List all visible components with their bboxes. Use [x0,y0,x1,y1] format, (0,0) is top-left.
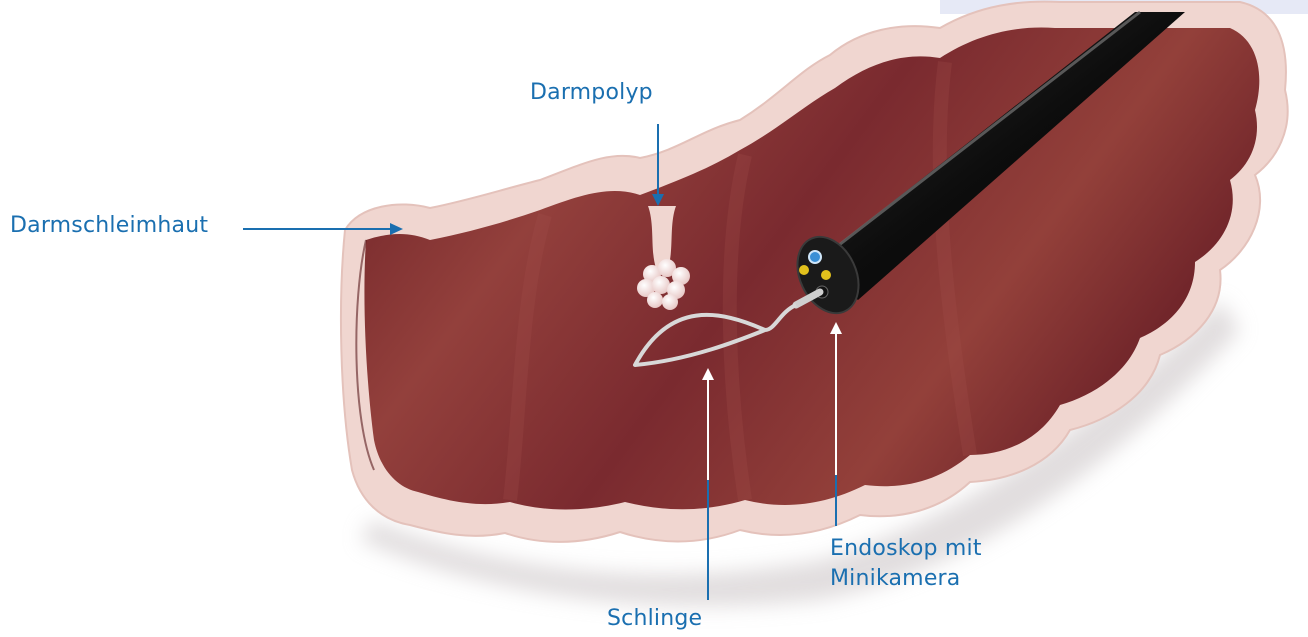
camera-lens-blue [809,251,821,263]
label-endoskop-line2: Minikamera [830,564,982,594]
light-yellow-2 [821,270,831,280]
label-darmschleimhaut: Darmschleimhaut [10,211,208,241]
label-darmpolyp: Darmpolyp [530,78,653,108]
label-schlinge: Schlinge [607,604,702,634]
label-endoskop-line1: Endoskop mit [830,534,982,564]
label-endoskop: Endoskop mit Minikamera [830,534,982,594]
light-yellow-1 [799,265,809,275]
